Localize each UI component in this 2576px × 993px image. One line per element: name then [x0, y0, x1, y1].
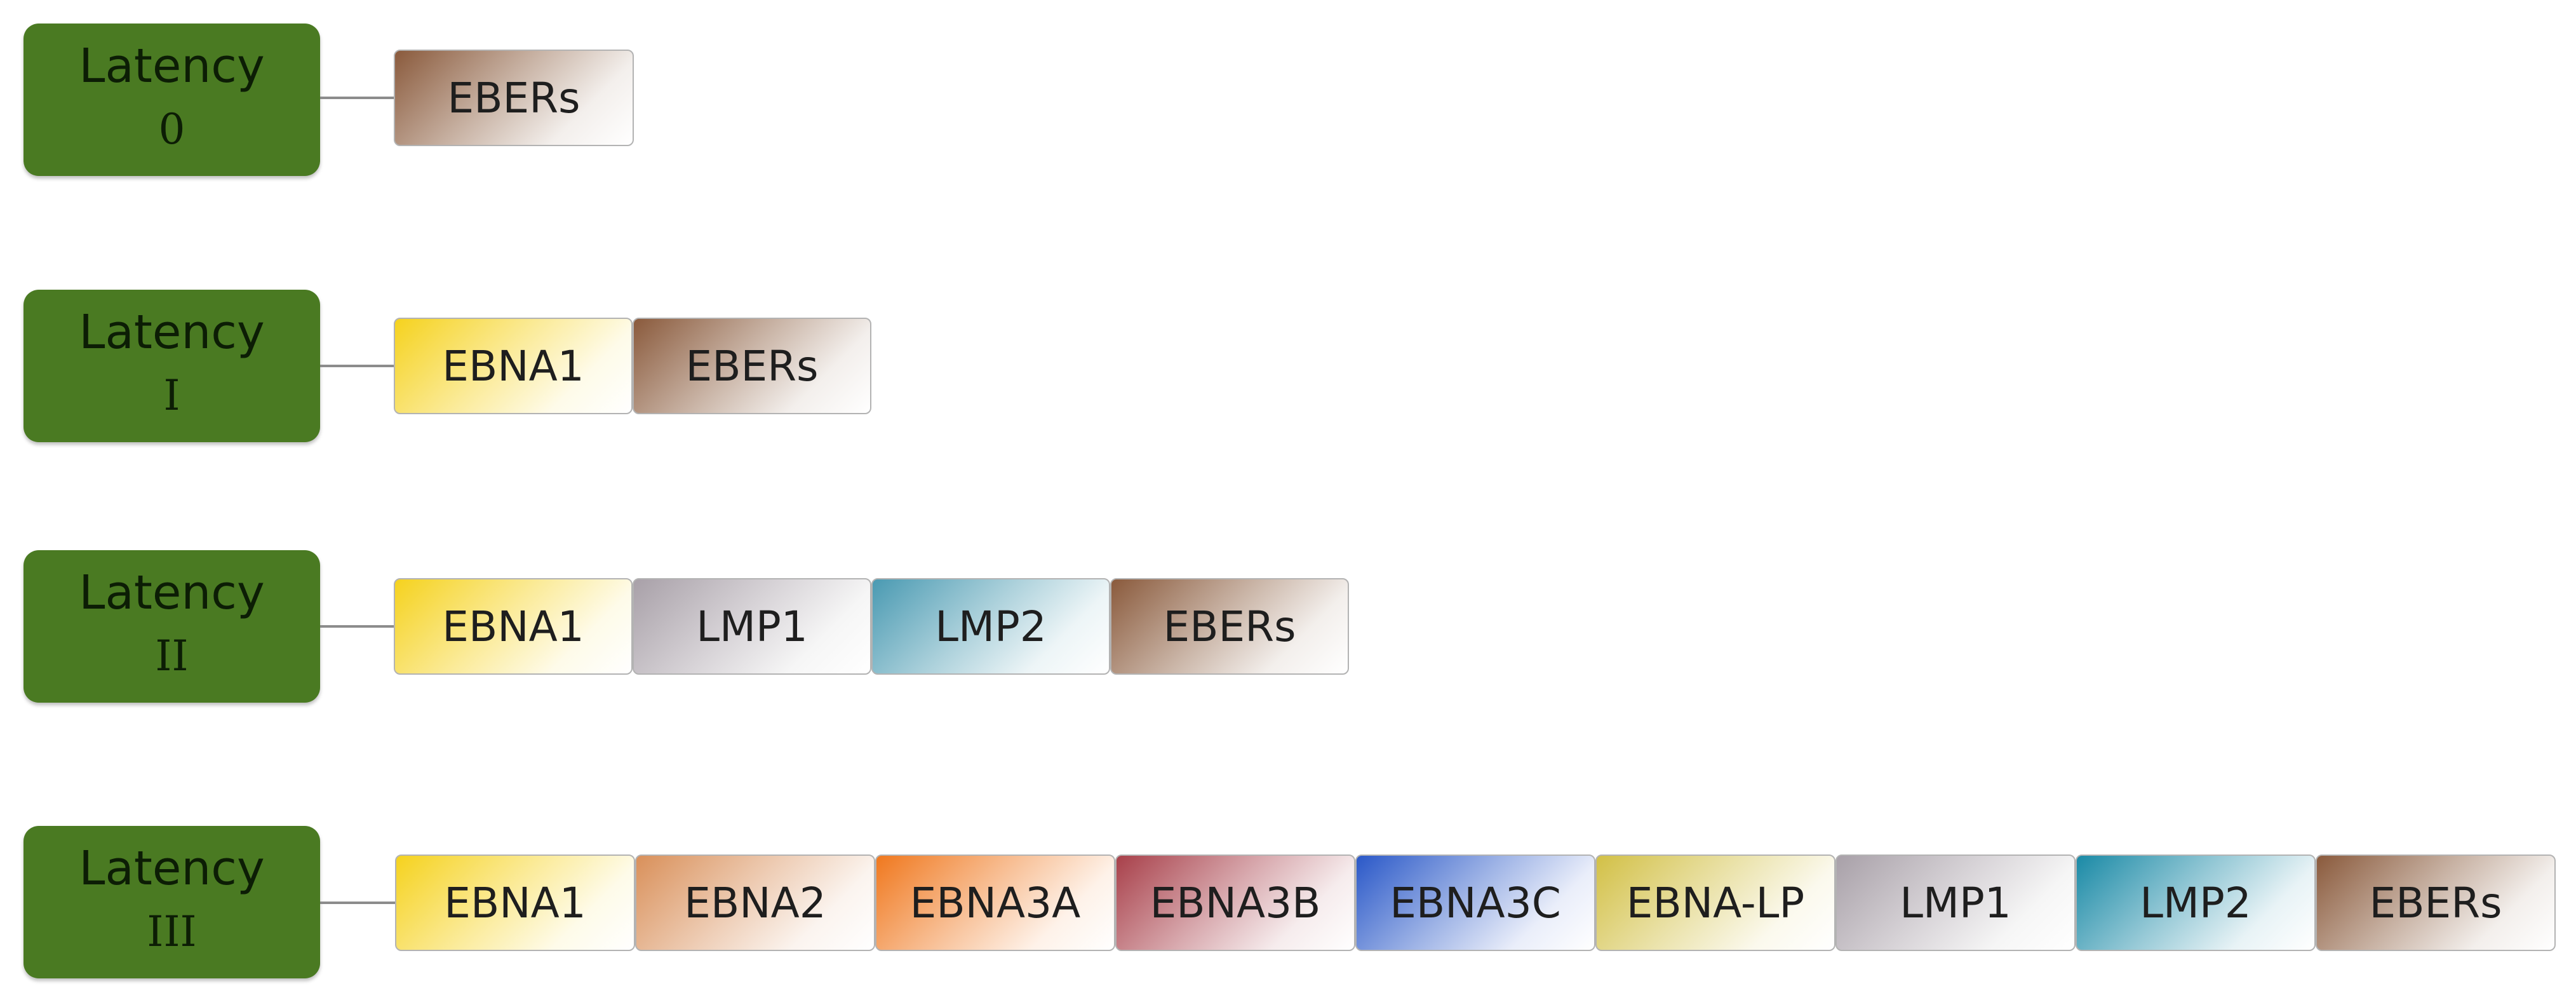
latency-title: Latency: [79, 565, 265, 620]
latency-title: Latency: [79, 305, 265, 360]
latency-title: Latency: [79, 841, 265, 896]
gene-segment: EBNA-LP: [1595, 855, 1835, 951]
gene-label: EBNA1: [442, 602, 584, 651]
latency-stage: I: [163, 371, 180, 420]
gene-segment: EBNA1: [395, 855, 635, 951]
gene-label: EBERs: [2369, 878, 2502, 928]
connector-line: [320, 365, 394, 367]
gene-segment: EBERs: [2316, 855, 2556, 951]
gene-segment: EBNA1: [394, 318, 633, 414]
latency-title: Latency: [79, 39, 265, 93]
gene-segment: EBNA3C: [1355, 855, 1595, 951]
gene-segment: EBERs: [633, 318, 871, 414]
gene-label: EBNA-LP: [1626, 878, 1805, 928]
gene-label: EBNA3C: [1390, 878, 1561, 928]
latency-label-box: Latency 0: [23, 24, 320, 176]
gene-segment: EBNA1: [394, 578, 633, 675]
gene-segment: LMP1: [633, 578, 871, 675]
gene-segment: EBNA3B: [1115, 855, 1355, 951]
connector-line: [320, 625, 394, 628]
gene-label: EBNA3B: [1150, 878, 1321, 928]
gene-segment: LMP1: [1835, 855, 2076, 951]
latency-stage: III: [147, 907, 197, 956]
gene-segment: LMP2: [2076, 855, 2316, 951]
gene-segment: EBNA2: [635, 855, 875, 951]
gene-label: EBNA1: [442, 341, 584, 391]
gene-segment: LMP2: [871, 578, 1110, 675]
gene-label: LMP2: [2140, 878, 2251, 928]
gene-label: LMP1: [696, 602, 808, 651]
latency-stage: 0: [158, 105, 185, 154]
gene-label: EBNA2: [684, 878, 826, 928]
gene-label: LMP1: [1900, 878, 2011, 928]
latency-stage: II: [155, 632, 189, 680]
gene-label: EBNA1: [444, 878, 586, 928]
gene-label: EBERs: [685, 341, 819, 391]
gene-segment: EBNA3A: [875, 855, 1115, 951]
gene-label: LMP2: [935, 602, 1047, 651]
gene-label: EBNA3A: [909, 878, 1081, 928]
connector-line: [320, 902, 395, 904]
gene-segment: EBERs: [394, 50, 634, 146]
gene-segment: EBERs: [1110, 578, 1349, 675]
gene-label: EBERs: [1163, 602, 1296, 651]
gene-label: EBERs: [447, 73, 580, 123]
connector-line: [320, 97, 394, 99]
